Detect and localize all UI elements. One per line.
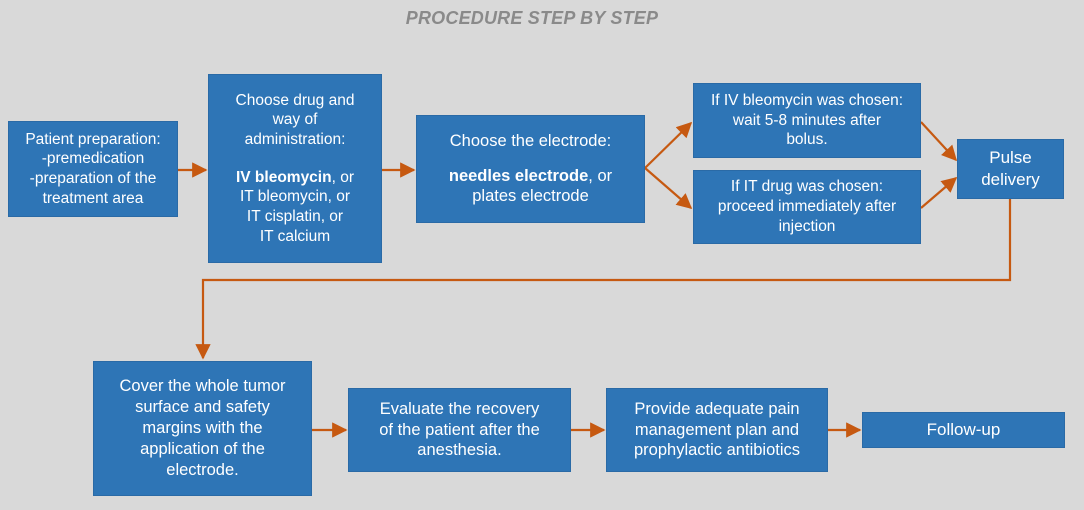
pulse-delivery-line-1: Pulse	[989, 148, 1032, 168]
pain-management-line-1: Provide adequate pain	[634, 399, 800, 418]
diagram-title: PROCEDURE STEP BY STEP	[405, 8, 659, 28]
choose-electrode-plates: plates electrode	[472, 187, 589, 206]
cover-tumor-line-3: margins with the	[142, 419, 263, 438]
step-choose-drug: Choose drug and way of administration: I…	[208, 74, 382, 263]
iv-bleomycin-suffix: , or	[331, 168, 354, 186]
step-it-drug-branch: If IT drug was chosen: proceed immediate…	[693, 170, 921, 244]
arrow-electrode-to-it	[644, 167, 693, 210]
follow-up-label: Follow-up	[926, 420, 1001, 440]
choose-drug-line-5: IT bleomycin, or	[240, 188, 350, 206]
step-follow-up: Follow-up	[862, 412, 1065, 448]
evaluate-recovery-line-3: anesthesia.	[417, 441, 502, 460]
choose-drug-line-3: administration:	[244, 130, 346, 148]
patient-prep-line-4: treatment area	[42, 189, 144, 207]
choose-electrode-needles: needles electrode, or	[449, 166, 612, 187]
arrow-it-to-pulse	[920, 176, 958, 209]
iv-branch-line-1: If IV bleomycin was chosen:	[710, 91, 904, 109]
step-evaluate-recovery: Evaluate the recovery of the patient aft…	[348, 388, 571, 472]
step-pain-management: Provide adequate pain management plan an…	[606, 388, 828, 472]
it-branch-line-2: proceed immediately after	[717, 198, 897, 216]
choose-electrode-heading: Choose the electrode:	[449, 131, 612, 150]
step-choose-electrode: Choose the electrode: needles electrode,…	[416, 115, 645, 223]
choose-drug-line-7: IT calcium	[259, 227, 331, 245]
step-iv-bleomycin-branch: If IV bleomycin was chosen: wait 5-8 min…	[693, 83, 921, 158]
arrow-iv-to-pulse	[920, 121, 958, 162]
needles-electrode-bold: needles electrode	[448, 166, 589, 185]
choose-drug-line-6: IT cisplatin, or	[246, 208, 344, 225]
patient-prep-line-2: -premedication	[41, 150, 145, 168]
it-branch-line-1: If IT drug was chosen:	[730, 178, 884, 196]
choose-drug-line-1: Choose drug and	[235, 91, 355, 109]
arrow-electrode-to-iv	[644, 121, 693, 169]
iv-branch-line-2: wait 5-8 minutes after	[732, 111, 882, 129]
arrow-pulse-to-cover	[195, 198, 1012, 360]
choose-drug-line-2: way of	[272, 111, 318, 129]
pain-management-line-3: prophylactic antibiotics	[634, 441, 800, 460]
cover-tumor-line-1: Cover the whole tumor	[119, 377, 286, 396]
pulse-delivery-line-2: delivery	[981, 170, 1040, 189]
cover-tumor-line-4: application of the	[140, 439, 265, 458]
cover-tumor-line-5: electrode.	[166, 460, 239, 479]
step-pulse-delivery: Pulse delivery	[957, 139, 1064, 199]
patient-prep-line-1: Patient preparation:	[25, 130, 161, 148]
iv-branch-line-3: bolus.	[786, 131, 828, 149]
step-cover-tumor: Cover the whole tumor surface and safety…	[93, 361, 312, 496]
patient-prep-line-3: -preparation of the	[29, 170, 157, 187]
step-patient-preparation: Patient preparation: -premedication -pre…	[8, 121, 178, 217]
iv-bleomycin-bold: IV bleomycin	[235, 168, 332, 186]
cover-tumor-line-2: surface and safety	[135, 398, 270, 417]
evaluate-recovery-line-1: Evaluate the recovery	[379, 399, 540, 418]
evaluate-recovery-line-2: of the patient after the	[379, 420, 540, 439]
needles-electrode-suffix: , or	[588, 166, 613, 185]
it-branch-line-3: injection	[778, 217, 836, 235]
pain-management-line-2: management plan and	[634, 420, 800, 439]
choose-drug-line-iv: IV bleomycin, or	[236, 168, 355, 188]
